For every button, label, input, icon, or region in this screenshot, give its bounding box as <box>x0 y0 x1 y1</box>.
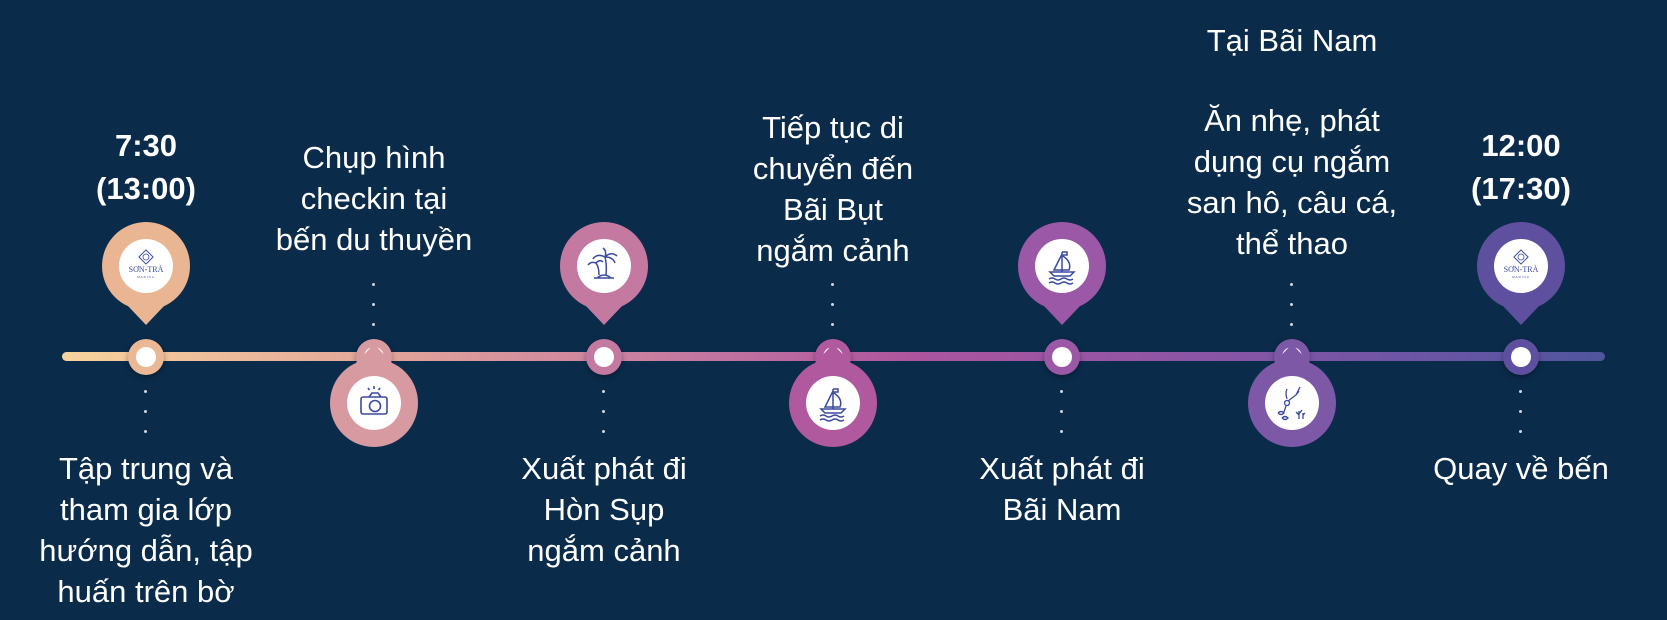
dotted-connector <box>831 283 835 343</box>
text-line: bến du thuyền <box>275 222 473 257</box>
text-line: huấn trên bờ <box>57 574 235 609</box>
logo-text: SƠN-TRÀ <box>129 264 164 274</box>
timeline-node <box>586 339 622 375</box>
text-line: Tập trung và <box>58 451 234 486</box>
text-line: ngắm cảnh <box>756 233 910 268</box>
sailboat-icon <box>819 388 847 422</box>
text-line: hướng dẫn, tập <box>39 533 253 568</box>
time-label-alt: (17:30) <box>1471 171 1571 206</box>
text-line: Bãi Nam <box>1002 492 1122 527</box>
text-line: checkin tại <box>300 181 448 216</box>
text-line: Chụp hình <box>302 140 446 175</box>
text-line: ngắm cảnh <box>527 533 681 568</box>
timeline-node <box>1503 339 1539 375</box>
step-description: Tiếp tục di chuyển đến Bãi Bụt ngắm cảnh <box>668 107 998 271</box>
pin-marker: SƠN-TRÀ MARINA <box>102 222 190 325</box>
dotted-connector <box>602 390 606 450</box>
text-line: thể thao <box>1235 226 1349 261</box>
palm-island-icon <box>587 247 618 279</box>
timeline-node <box>128 339 164 375</box>
text-line: Xuất phát đi <box>521 451 687 486</box>
dotted-connector <box>1060 390 1064 450</box>
dotted-connector <box>1519 390 1523 450</box>
sailboat-icon <box>1048 251 1076 285</box>
pin-marker <box>560 222 648 325</box>
dotted-connector <box>372 283 376 343</box>
text-line: Bãi Bụt <box>783 192 883 227</box>
time-label-alt: (13:00) <box>96 171 196 206</box>
snorkel-diver-icon <box>1277 386 1306 421</box>
text-line: Hòn Sụp <box>543 492 665 527</box>
logo-text: SƠN-TRÀ <box>1504 264 1539 274</box>
son-tra-logo-icon: SƠN-TRÀ MARINA <box>129 249 164 279</box>
dotted-connector <box>144 390 148 450</box>
step-description: Xuất phát đi Hòn Sụp ngắm cảnh <box>439 448 769 571</box>
pin-marker <box>789 344 877 447</box>
text-line: tham gia lớp <box>60 492 232 527</box>
time-label: 7:30 <box>114 128 178 163</box>
text-line: Xuất phát đi <box>979 451 1145 486</box>
time-label: 12:00 <box>1481 128 1561 163</box>
dotted-connector <box>1290 283 1294 343</box>
step-time: 12:00 (17:30) <box>1356 124 1667 210</box>
step-heading: Tại Bãi Nam <box>1206 23 1378 58</box>
text-line: dụng cụ ngắm <box>1193 144 1391 179</box>
text-line: Tiếp tục di <box>762 110 904 145</box>
camera-icon <box>360 386 388 415</box>
step-description: Chụp hình checkin tại bến du thuyền <box>209 137 539 260</box>
text-line: san hô, câu cá, <box>1186 185 1398 220</box>
pin-marker: SƠN-TRÀ MARINA <box>1477 222 1565 325</box>
logo-subtext: MARINA <box>137 275 155 279</box>
step-description: Tại Bãi Nam Ăn nhẹ, phát dụng cụ ngắm sa… <box>1127 20 1457 264</box>
step-description: Xuất phát đi Bãi Nam <box>897 448 1227 530</box>
son-tra-logo-icon: SƠN-TRÀ MARINA <box>1504 249 1539 279</box>
step-time: 7:30 (13:00) <box>0 124 311 210</box>
text-line: chuyển đến <box>752 151 914 186</box>
pin-marker <box>1018 222 1106 325</box>
text-line: Ăn nhẹ, phát <box>1204 103 1380 138</box>
logo-subtext: MARINA <box>1512 275 1530 279</box>
step-description: Quay về bến <box>1356 448 1667 489</box>
pin-marker <box>1248 344 1336 447</box>
text-line: Quay về bến <box>1433 451 1609 486</box>
step-description: Tập trung và tham gia lớp hướng dẫn, tập… <box>0 448 311 612</box>
timeline-node <box>1044 339 1080 375</box>
pin-marker <box>330 344 418 447</box>
